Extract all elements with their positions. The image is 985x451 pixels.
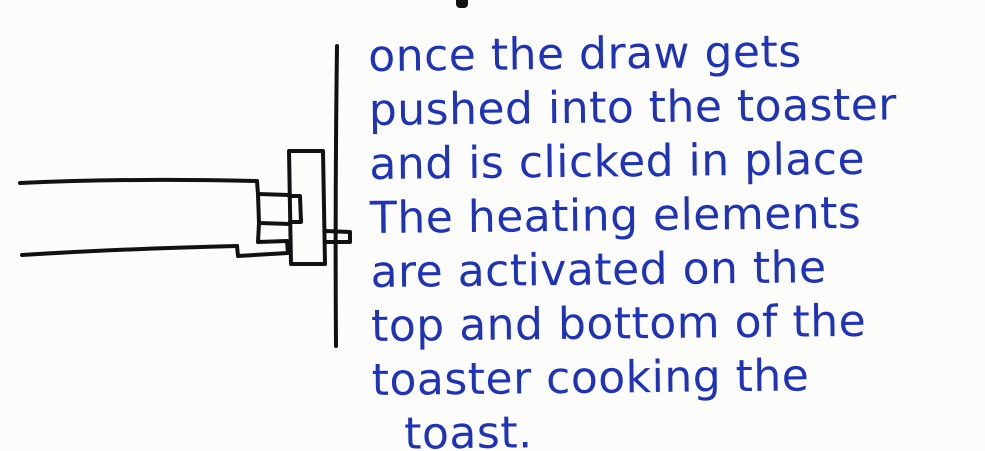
explanation-note: once the draw gets pushed into the toast… (368, 24, 982, 451)
note-line: toast. (372, 402, 983, 451)
drawer-latch-upper (258, 194, 290, 224)
drawer-handle-box (289, 151, 325, 264)
note-line: The heating elements (370, 186, 981, 246)
note-line: and is clicked in place (369, 132, 980, 192)
drawer-latch-lower (237, 223, 288, 256)
note-line: top and bottom of the (371, 294, 982, 354)
note-line: toaster cooking the (371, 348, 982, 408)
note-line: once the draw gets (368, 24, 979, 84)
drawer-bottom-edge (22, 246, 237, 255)
note-line: pushed into the toaster (369, 78, 980, 138)
note-line: are activated on the (370, 240, 981, 300)
toaster-wall-line (336, 46, 337, 346)
drawer-front-connector (257, 181, 289, 195)
drawer-top-edge (20, 180, 257, 183)
